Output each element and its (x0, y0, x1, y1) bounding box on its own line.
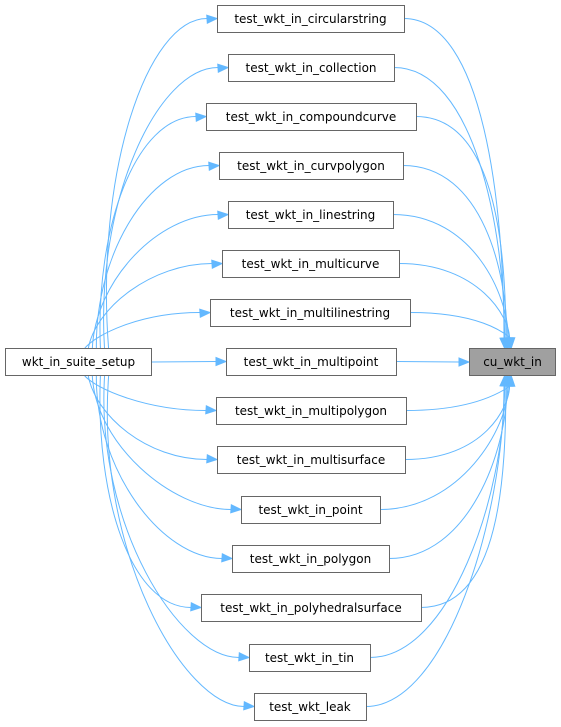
node-box (216, 397, 407, 425)
edges-layer (83, 14, 516, 711)
node-test-multipolygon[interactable]: test_wkt_in_multipolygon (216, 397, 407, 425)
edge-leak-to-target (365, 385, 505, 707)
edge-setup-to-leak (106, 374, 245, 707)
node-label: test_wkt_in_point (258, 503, 362, 517)
node-label: test_wkt_in_compoundcurve (226, 110, 397, 124)
edge-polyhedralsurface-to-target (420, 385, 507, 608)
node-label: test_wkt_in_multicurve (242, 257, 380, 271)
edge-setup-to-curvpolygon (95, 165, 210, 350)
node-label: test_wkt_in_multipoint (244, 355, 379, 369)
edge-compoundcurve-to-target (415, 116, 507, 339)
node-label: test_wkt_in_multipolygon (235, 404, 387, 418)
node-label: test_wkt_in_tin (265, 651, 354, 665)
edge-arrowhead (499, 374, 509, 387)
edge-setup-to-polygon (95, 374, 223, 559)
node-test-multicurve[interactable]: test_wkt_in_multicurve (222, 250, 400, 278)
edge-arrowhead (211, 259, 224, 269)
node-wkt-in-suite-setup[interactable]: wkt_in_suite_setup (5, 348, 152, 376)
node-label: test_wkt_in_linestring (246, 208, 376, 222)
node-box (206, 103, 417, 131)
edge-arrowhead (206, 14, 219, 24)
node-box (228, 54, 395, 82)
edge-arrowhead (195, 112, 208, 122)
edge-arrowhead (217, 63, 230, 73)
edge-curvpolygon-to-target (402, 165, 508, 339)
node-label: test_wkt_leak (269, 700, 351, 714)
edge-multicurve-to-target (398, 263, 511, 339)
edge-multisurface-to-target (404, 385, 511, 460)
edge-arrowhead (190, 602, 203, 612)
node-test-leak[interactable]: test_wkt_leak (254, 693, 367, 721)
node-box (249, 644, 371, 672)
edge-arrowhead (243, 701, 256, 711)
node-box (226, 348, 397, 376)
nodes-layer: wkt_in_suite_setup cu_wkt_in test_wkt_in… (5, 5, 556, 721)
node-label: test_wkt_in_multisurface (237, 453, 385, 467)
node-test-polygon[interactable]: test_wkt_in_polygon (232, 545, 390, 573)
edge-arrowhead (221, 553, 234, 563)
node-box (210, 299, 411, 327)
edge-setup-to-multipoint (151, 361, 217, 363)
edge-setup-to-tin (103, 374, 240, 658)
edge-arrowhead (238, 652, 251, 662)
node-box (217, 5, 405, 33)
node-label: test_wkt_in_curvpolygon (237, 159, 385, 173)
node-box (201, 594, 422, 622)
edge-setup-to-circularstring (105, 18, 208, 350)
edge-setup-to-polyhedralsurface (99, 374, 192, 608)
edge-arrowhead (205, 405, 218, 415)
edge-arrowhead (206, 454, 219, 464)
node-box (232, 545, 390, 573)
node-box (219, 152, 404, 180)
node-test-curvpolygon[interactable]: test_wkt_in_curvpolygon (219, 152, 404, 180)
edge-multilinestring-to-target (409, 312, 512, 339)
edge-arrowhead (208, 161, 221, 171)
edge-circularstring-to-target (403, 18, 505, 339)
node-test-multipoint[interactable]: test_wkt_in_multipoint (226, 348, 397, 376)
node-test-point[interactable]: test_wkt_in_point (241, 496, 381, 524)
edge-setup-to-multicurve (87, 263, 213, 350)
edge-linestring-to-target (392, 214, 509, 339)
node-test-multilinestring[interactable]: test_wkt_in_multilinestring (210, 299, 411, 327)
node-cu-wkt-in[interactable]: cu_wkt_in (469, 348, 556, 376)
node-test-linestring[interactable]: test_wkt_in_linestring (228, 201, 394, 229)
edge-setup-to-multipolygon (83, 374, 207, 411)
edge-setup-to-linestring (91, 214, 219, 350)
node-label: test_wkt_in_multilinestring (230, 306, 390, 320)
node-label: test_wkt_in_circularstring (234, 12, 386, 26)
node-cu-wkt-in-label: cu_wkt_in (483, 355, 542, 369)
edge-setup-to-point (91, 374, 232, 510)
node-box (241, 496, 381, 524)
node-label: test_wkt_in_collection (245, 61, 376, 75)
edge-arrowhead (215, 356, 228, 367)
edge-multipoint-to-target (395, 361, 460, 363)
edge-arrowhead (506, 337, 516, 350)
node-wkt-in-suite-setup-label: wkt_in_suite_setup (22, 355, 135, 369)
edge-arrowhead (199, 308, 212, 318)
edge-setup-to-collection (103, 67, 219, 350)
edge-setup-to-multisurface (87, 374, 208, 460)
node-box (217, 446, 406, 474)
edge-arrowhead (458, 357, 471, 367)
edge-multipolygon-to-target (405, 385, 512, 411)
node-label: test_wkt_in_polygon (250, 552, 371, 566)
node-test-circularstring[interactable]: test_wkt_in_circularstring (217, 5, 405, 33)
node-box (254, 693, 367, 721)
node-test-polyhedralsurface[interactable]: test_wkt_in_polyhedralsurface (201, 594, 422, 622)
node-test-tin[interactable]: test_wkt_in_tin (249, 644, 371, 672)
node-label: test_wkt_in_polyhedralsurface (220, 601, 401, 615)
edge-arrowhead (230, 504, 243, 514)
node-test-compoundcurve[interactable]: test_wkt_in_compoundcurve (206, 103, 417, 131)
node-test-collection[interactable]: test_wkt_in_collection (228, 54, 395, 82)
edge-setup-to-multilinestring (83, 312, 201, 350)
node-box (222, 250, 400, 278)
node-box (228, 201, 394, 229)
edge-arrowhead (217, 210, 230, 220)
edge-setup-to-compoundcurve (99, 116, 197, 350)
node-test-multisurface[interactable]: test_wkt_in_multisurface (217, 446, 406, 474)
